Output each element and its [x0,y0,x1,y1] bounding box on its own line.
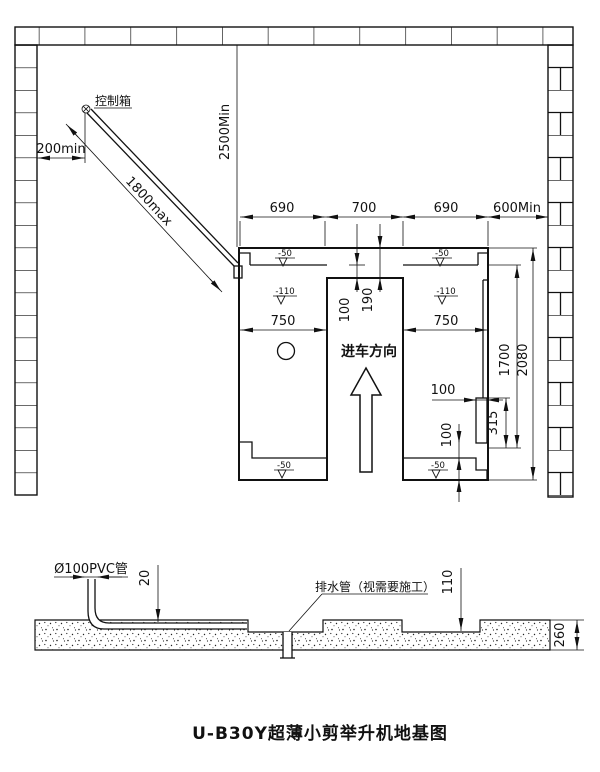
conduit-entry-box [233,265,243,279]
control-box-label: 控制箱 [95,93,131,108]
conduit-pipe [86,108,239,267]
svg-text:-50: -50 [431,461,445,471]
drain-pipe-label: 排水管（视需要施工） [315,579,435,594]
level-mark-right-pit: -110 [434,287,458,306]
level-mark-bottom-right: -50 [428,461,448,480]
svg-text:-110: -110 [275,287,294,297]
svg-text:-50: -50 [277,461,291,471]
dim-center-190: 190 [361,288,376,313]
dim-110: 110 [441,570,456,595]
dim-315: 315 [486,411,501,436]
brick-wall-top [14,26,574,46]
level-mark-top-left: -50 [275,249,295,268]
dim-top-690a: 690 [270,201,295,216]
plan-labels: 控制箱 进车方向 200min 1800max 2500Min 690 700 … [36,93,541,447]
pvc-pipe-label: Ø100PVC管 [54,562,128,577]
dim-260: 260 [553,623,568,648]
dim-top-600min: 600Min [493,201,541,216]
section-labels: Ø100PVC管 排水管（视需要施工） 20 110 260 [54,562,568,647]
dim-2080: 2080 [516,343,531,376]
level-mark-top-right: -50 [432,249,452,268]
dim-750-right: 750 [434,314,459,329]
dim-2500min: 2500Min [218,104,233,160]
dim-right-100: 100 [440,423,455,448]
dim-center-100: 100 [338,298,353,323]
svg-text:-110: -110 [436,287,455,297]
dim-top-690b: 690 [434,201,459,216]
svg-text:-50: -50 [435,249,449,259]
dim-1700: 1700 [498,343,513,376]
brick-wall-left [14,44,38,496]
svg-text:-50: -50 [278,249,292,259]
control-box-symbol [81,104,132,114]
drive-direction-label: 进车方向 [341,343,397,360]
dim-20: 20 [138,570,153,587]
dimension-lines-plan [37,45,548,502]
level-mark-left-pit: -110 [273,287,297,306]
brick-wall-right [547,44,574,498]
dim-750-left: 750 [271,314,296,329]
dimension-lines-section [54,565,584,651]
dim-top-700: 700 [352,201,377,216]
dim-200min: 200min [36,142,85,157]
drain-hole [276,341,296,361]
hose-niche [475,397,488,444]
drive-direction-arrow [349,366,383,473]
pit-outline [233,247,489,481]
drawing-title: U-B30Y超薄小剪举升机地基图 [192,723,448,744]
dim-1800max: 1800max [122,174,175,229]
level-mark-bottom-left: -50 [274,461,294,480]
pvc-conduit-pipe [87,579,247,630]
drain-pipe [280,632,295,659]
dim-niche-100: 100 [431,383,456,398]
